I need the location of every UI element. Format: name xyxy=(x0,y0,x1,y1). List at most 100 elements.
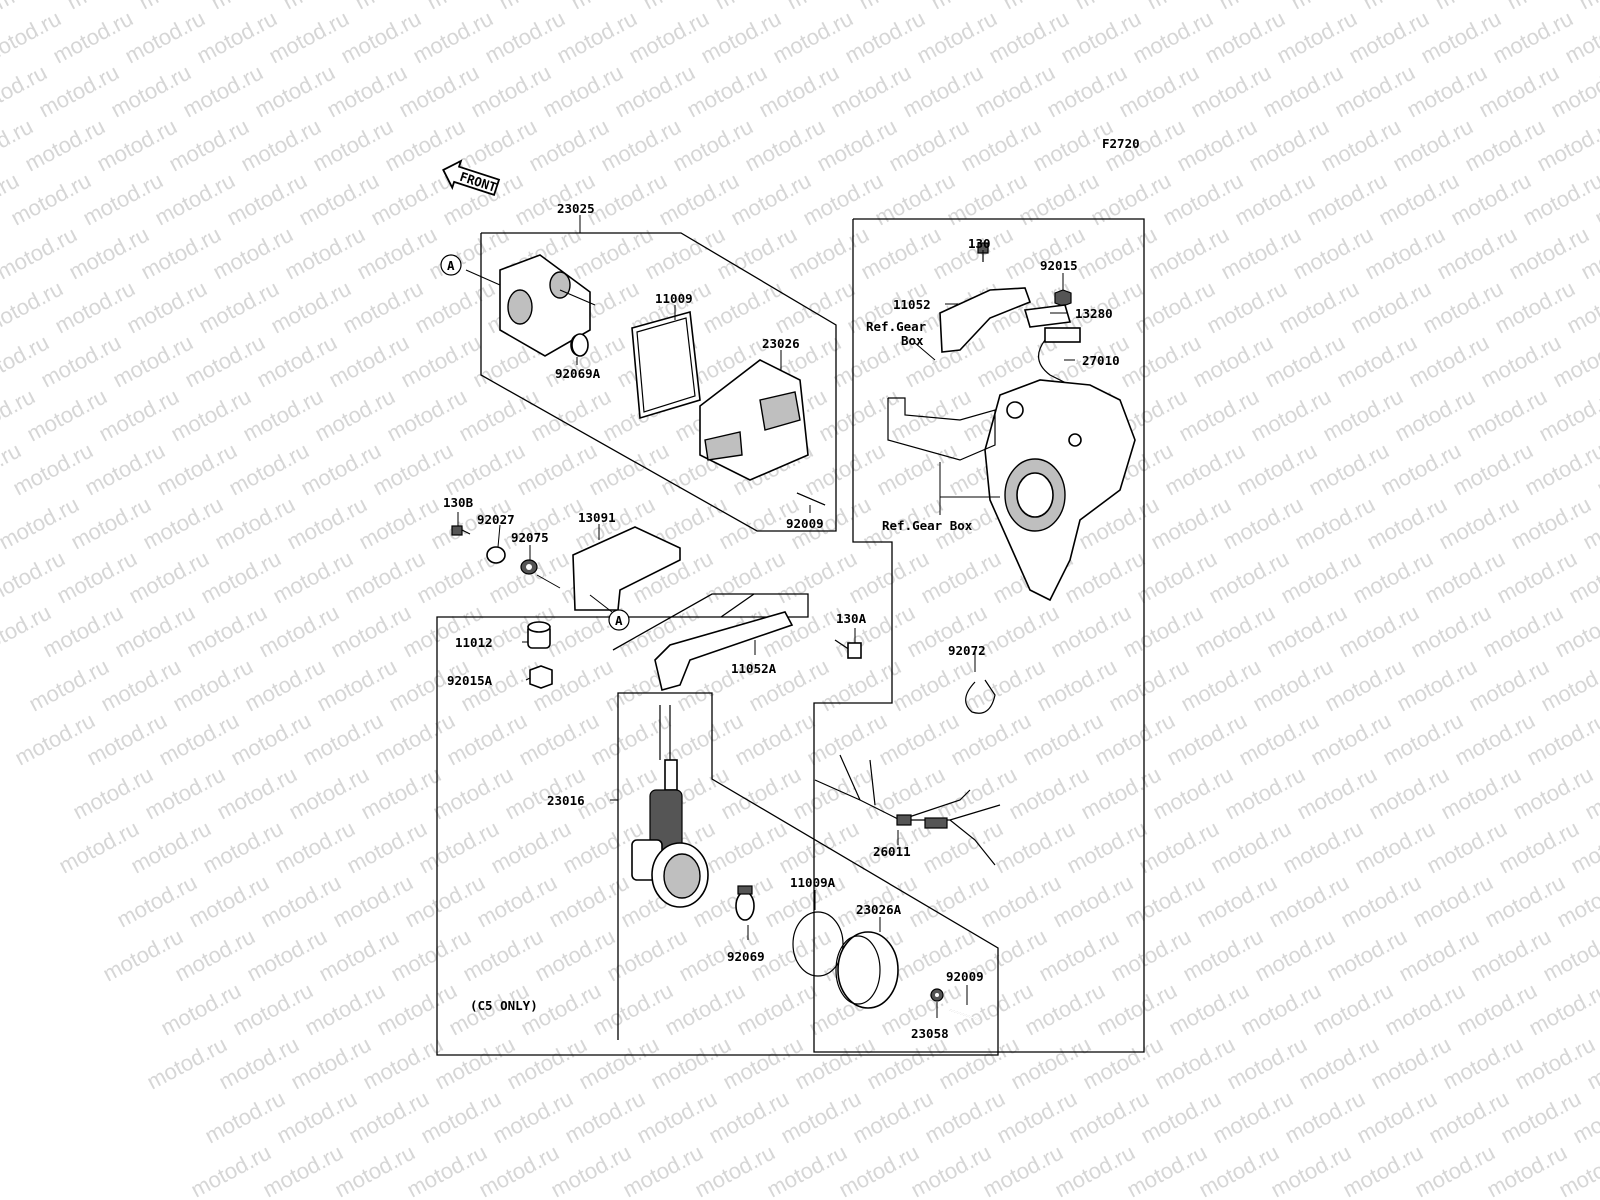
watermark-text: motod.ru xyxy=(1335,600,1423,663)
watermark-text: motod.ru xyxy=(1353,1086,1441,1149)
label-ref-gear-2: Ref.Gear Box xyxy=(882,518,973,533)
watermark-text: motod.ru xyxy=(487,816,575,879)
watermark-text: motod.ru xyxy=(1219,492,1307,555)
watermark-text: motod.ru xyxy=(1207,816,1295,879)
watermark-text: motod.ru xyxy=(187,1140,275,1200)
watermark-text: motod.ru xyxy=(387,924,475,987)
watermark-text: motod.ru xyxy=(1223,1032,1311,1095)
watermark-text: motod.ru xyxy=(1191,600,1279,663)
watermark-text: motod.ru xyxy=(441,438,529,501)
watermark-text: motod.ru xyxy=(701,546,789,609)
watermark-text: motod.ru xyxy=(153,438,241,501)
watermark-text: motod.ru xyxy=(1137,1086,1225,1149)
watermark-text: motod.ru xyxy=(1439,1032,1527,1095)
watermark-text: motod.ru xyxy=(647,1032,735,1095)
watermark-text: motod.ru xyxy=(1035,924,1123,987)
watermark-text: motod.ru xyxy=(1303,168,1391,231)
watermark-text: motod.ru xyxy=(929,222,1017,285)
watermark-text: motod.ru xyxy=(1349,546,1437,609)
watermark-text: motod.ru xyxy=(1511,1032,1599,1095)
watermark-text: motod.ru xyxy=(1135,816,1223,879)
watermark-text: motod.ru xyxy=(7,168,95,231)
gear-box-part xyxy=(984,379,1136,602)
watermark-text: motod.ru xyxy=(139,492,227,555)
watermark-text: motod.ru xyxy=(395,60,483,123)
label-23026: 23026 xyxy=(762,336,800,351)
watermark-text: motod.ru xyxy=(9,438,97,501)
watermark-text: motod.ru xyxy=(279,0,367,14)
watermark-text: motod.ru xyxy=(1407,600,1495,663)
watermark-text: motod.ru xyxy=(253,330,341,393)
watermark-text: motod.ru xyxy=(299,708,387,771)
watermark-text: motod.ru xyxy=(171,924,259,987)
watermark-text: motod.ru xyxy=(1417,6,1505,69)
watermark-text: motod.ru xyxy=(359,1032,447,1095)
watermark-text: motod.ru xyxy=(1345,6,1433,69)
label-92069: 92069 xyxy=(727,949,765,964)
watermark-text: motod.ru xyxy=(269,546,357,609)
watermark-text: motod.ru xyxy=(237,114,325,177)
watermark-text: motod.ru xyxy=(1267,1140,1355,1200)
watermark-text: motod.ru xyxy=(845,546,933,609)
watermark-text: motod.ru xyxy=(1195,1140,1283,1200)
harness-26011-part xyxy=(814,754,1001,866)
callout-a-top-label: A xyxy=(447,258,455,273)
watermark-text: motod.ru xyxy=(1143,0,1231,14)
watermark-text: motod.ru xyxy=(1161,438,1249,501)
watermark-text: motod.ru xyxy=(625,6,713,69)
watermark-text: motod.ru xyxy=(1001,222,1089,285)
label-92015A: 92015A xyxy=(447,673,493,688)
watermark-text: motod.ru xyxy=(1091,708,1179,771)
watermark-text: motod.ru xyxy=(1375,168,1463,231)
watermark-text: motod.ru xyxy=(947,708,1035,771)
watermark-text: motod.ru xyxy=(353,222,441,285)
watermark-text: motod.ru xyxy=(113,870,201,933)
watermark-text: motod.ru xyxy=(225,438,313,501)
watermark-text: motod.ru xyxy=(1319,384,1407,447)
watermark-text: motod.ru xyxy=(251,60,339,123)
watermark-text: motod.ru xyxy=(123,276,211,339)
watermark-text: motod.ru xyxy=(1149,762,1237,825)
watermark-text: motod.ru xyxy=(69,762,157,825)
watermark-text: motod.ru xyxy=(813,114,901,177)
watermark-text: motod.ru xyxy=(201,1086,289,1149)
watermark-text: motod.ru xyxy=(899,60,987,123)
watermark-text: motod.ru xyxy=(1247,384,1335,447)
watermark-text: motod.ru xyxy=(1339,1140,1427,1200)
watermark-text: motod.ru xyxy=(1421,546,1509,609)
watermark-text: motod.ru xyxy=(733,978,821,1041)
watermark-text: motod.ru xyxy=(193,6,281,69)
watermark-text: motod.ru xyxy=(1391,384,1479,447)
watermark-text: motod.ru xyxy=(913,6,1001,69)
watermark-text: motod.ru xyxy=(977,870,1065,933)
watermark-text: motod.ru xyxy=(1115,60,1203,123)
watermark-text: motod.ru xyxy=(459,924,547,987)
watermark-text: motod.ru xyxy=(323,60,411,123)
label-ref-gear-1a: Ref.Gear xyxy=(866,319,927,334)
watermark-text: motod.ru xyxy=(1419,276,1507,339)
watermark-text: motod.ru xyxy=(1431,0,1519,14)
watermark-text: motod.ru xyxy=(213,762,301,825)
watermark-text: motod.ru xyxy=(1107,924,1195,987)
watermark-text: motod.ru xyxy=(315,924,403,987)
bracket-11052-part xyxy=(939,287,1032,353)
watermark-text: motod.ru xyxy=(699,276,787,339)
switch-13280-part xyxy=(1023,304,1072,328)
watermark-text: motod.ru xyxy=(417,1086,505,1149)
watermark-text: motod.ru xyxy=(475,1140,563,1200)
watermark-text: motod.ru xyxy=(1393,654,1481,717)
label-130A: 130A xyxy=(836,611,867,626)
watermark-text: motod.ru xyxy=(1279,816,1367,879)
watermark-text: motod.ru xyxy=(979,1140,1067,1200)
watermark-text: motod.ru xyxy=(411,276,499,339)
watermark-text: motod.ru xyxy=(35,60,123,123)
watermark-text: motod.ru xyxy=(683,60,771,123)
watermark-text: motod.ru xyxy=(1221,762,1309,825)
watermark-text: motod.ru xyxy=(949,978,1037,1041)
watermark-text: motod.ru xyxy=(1005,762,1093,825)
watermark-text: motod.ru xyxy=(1215,0,1303,14)
watermark-text: motod.ru xyxy=(325,330,413,393)
watermark-text: motod.ru xyxy=(633,1086,721,1149)
watermark-text: motod.ru xyxy=(727,168,815,231)
watermark-text: motod.ru xyxy=(1449,438,1537,501)
